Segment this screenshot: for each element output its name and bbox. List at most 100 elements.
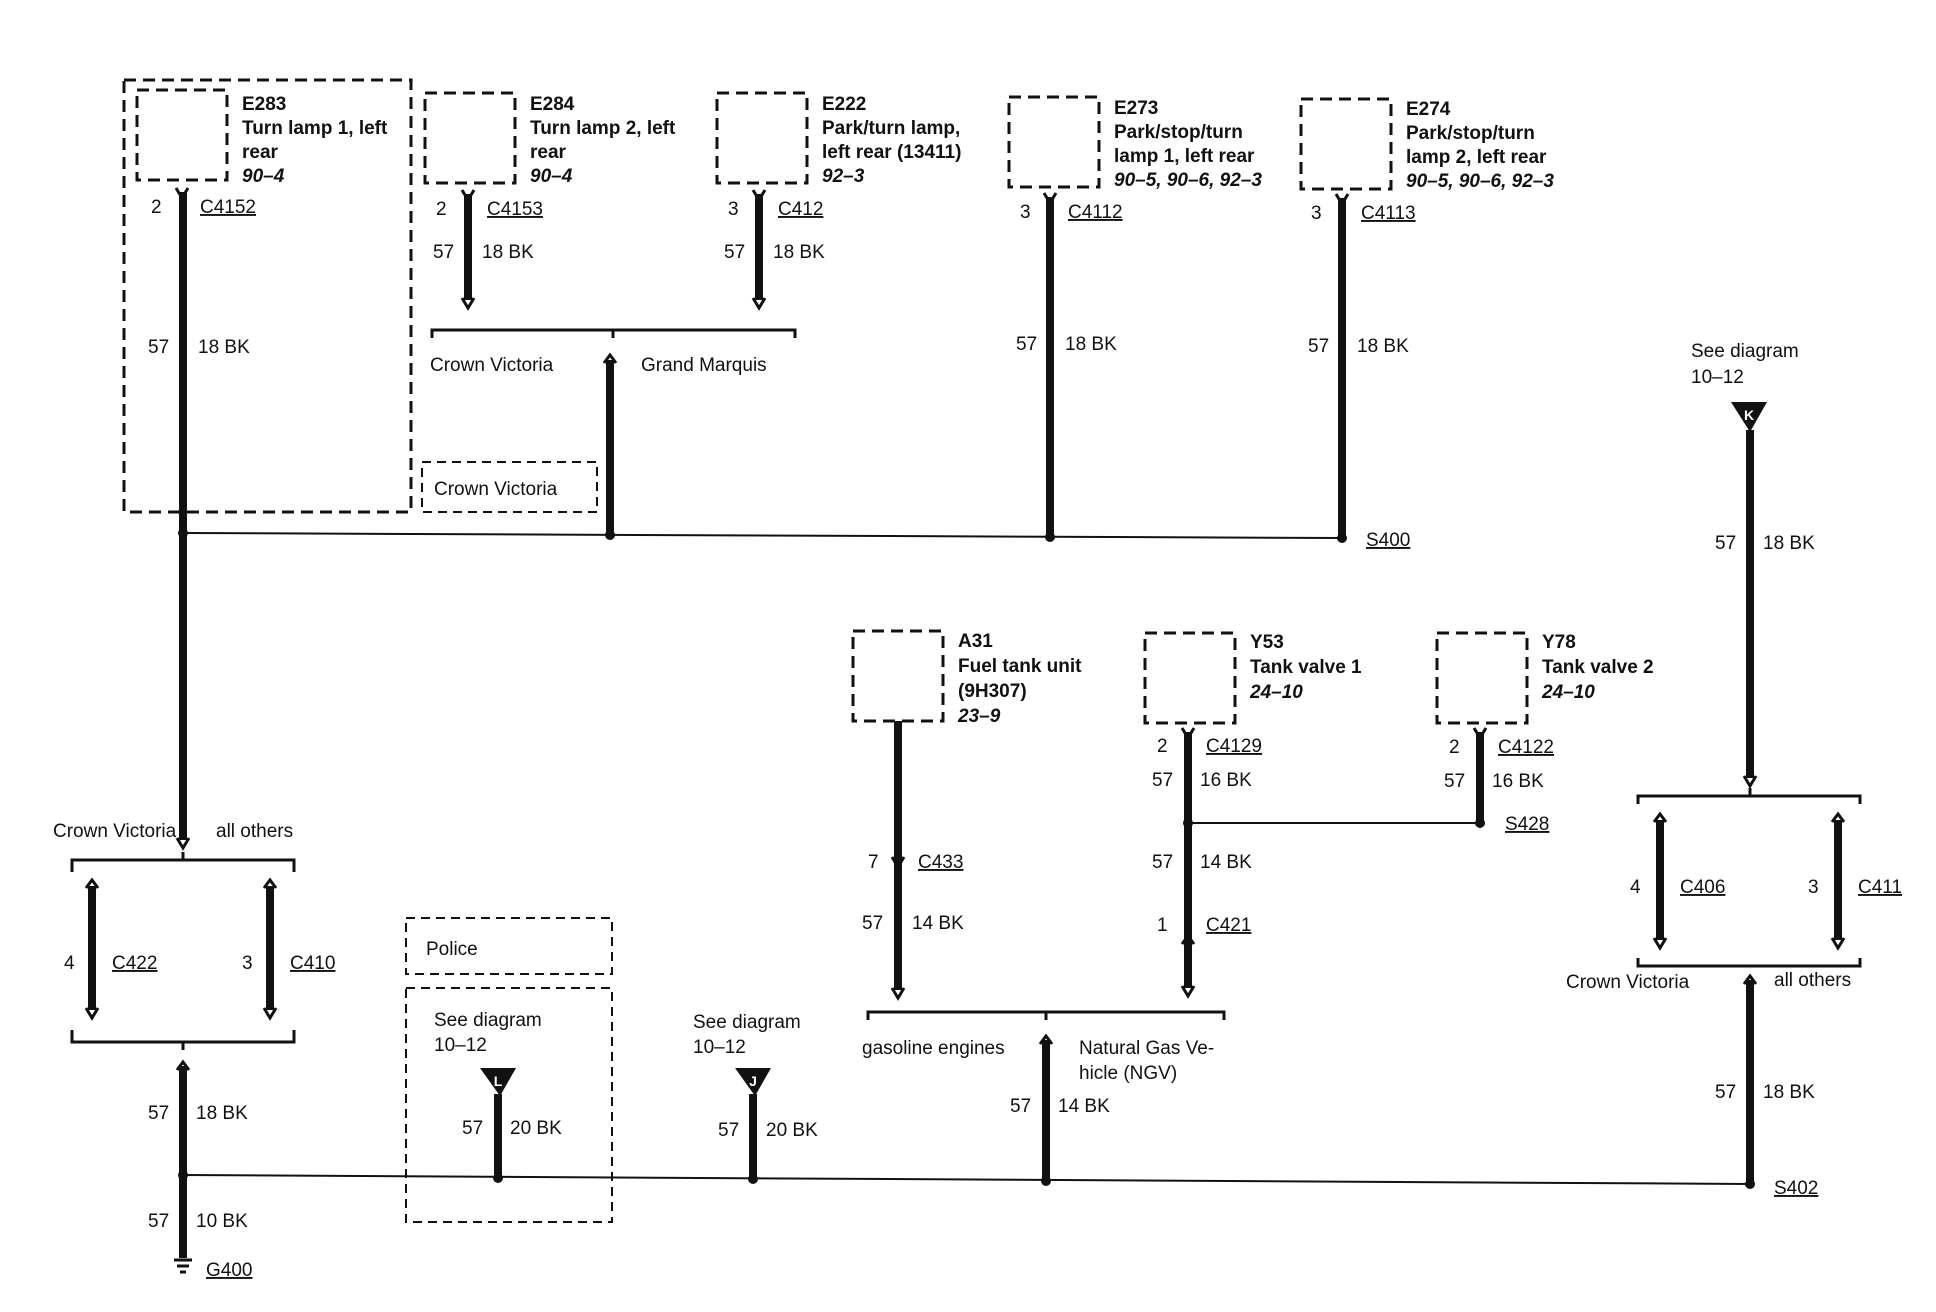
wire-gauge: 18 BK bbox=[482, 242, 534, 263]
connector-c4152: C4152 bbox=[200, 197, 256, 218]
component-e222-box bbox=[715, 91, 809, 185]
wire-circuit: 57 bbox=[148, 1211, 169, 1232]
wire-gauge: 14 BK bbox=[1200, 852, 1252, 873]
ground-g400: G400 bbox=[206, 1260, 252, 1281]
option-label-all-others: all others bbox=[1774, 970, 1851, 991]
component-y53-id: Y53 bbox=[1250, 632, 1284, 653]
wire-gauge: 16 BK bbox=[1492, 771, 1544, 792]
wire-gauge: 18 BK bbox=[196, 1103, 248, 1124]
component-e273-name: Park/stop/turn bbox=[1114, 122, 1243, 143]
wire-circuit: 57 bbox=[1152, 852, 1173, 873]
wire-circuit: 57 bbox=[724, 242, 745, 263]
wire-gauge: 20 BK bbox=[766, 1120, 818, 1141]
option-label-crown-victoria: Crown Victoria bbox=[434, 479, 558, 500]
component-e283-box bbox=[135, 88, 229, 182]
component-e284-box bbox=[423, 91, 517, 185]
connector-terminal bbox=[1652, 811, 1668, 823]
diagram-ref-k-icon: K bbox=[1731, 402, 1767, 432]
wire-circuit: 57 bbox=[1010, 1096, 1031, 1117]
connector-pin: 2 bbox=[436, 199, 447, 220]
component-y53-name: Tank valve 1 bbox=[1250, 657, 1362, 678]
option-bracket bbox=[1636, 794, 1862, 804]
component-a31-ref: 23–9 bbox=[957, 706, 1001, 727]
connector-terminal bbox=[1742, 775, 1758, 789]
see-diagram-label: See diagram bbox=[434, 1010, 542, 1031]
wire-circuit: 57 bbox=[148, 337, 169, 358]
component-e273-name: lamp 1, left rear bbox=[1114, 146, 1255, 167]
connector-pin: 3 bbox=[1311, 203, 1322, 224]
wire-gauge: 20 BK bbox=[510, 1118, 562, 1139]
component-e274-id: E274 bbox=[1406, 99, 1451, 120]
connector-pin: 4 bbox=[1630, 877, 1641, 898]
diagram-ref-letter: L bbox=[494, 1073, 503, 1089]
connector-c422: C422 bbox=[112, 953, 157, 974]
diagram-ref-letter: K bbox=[1744, 407, 1754, 423]
connector-terminal bbox=[262, 877, 278, 889]
option-box-police bbox=[405, 917, 613, 975]
connector-c4153: C4153 bbox=[487, 199, 543, 220]
option-bracket bbox=[1636, 958, 1862, 968]
connector-pin: 1 bbox=[1157, 915, 1168, 936]
component-e283-name: Turn lamp 1, left bbox=[242, 118, 388, 139]
splice-dot bbox=[748, 1174, 758, 1184]
component-y78-ref: 24–10 bbox=[1541, 682, 1595, 703]
connector-terminal bbox=[84, 877, 100, 889]
connector-terminal bbox=[460, 297, 476, 311]
component-e273-id: E273 bbox=[1114, 98, 1158, 119]
wire-gauge: 14 BK bbox=[1058, 1096, 1110, 1117]
connector-c410: C410 bbox=[290, 953, 335, 974]
option-label-all-others: all others bbox=[216, 821, 293, 842]
component-e284-id: E284 bbox=[530, 94, 575, 115]
component-e284-name: Turn lamp 2, left bbox=[530, 118, 676, 139]
component-a31-name: (9H307) bbox=[958, 681, 1027, 702]
component-e222-name: left rear (13411) bbox=[822, 142, 961, 163]
wire-gauge: 16 BK bbox=[1200, 770, 1252, 791]
see-diagram-ref: 10–12 bbox=[693, 1037, 746, 1058]
component-a31-box bbox=[851, 629, 945, 723]
wire-gauge: 18 BK bbox=[1357, 336, 1409, 357]
connector-terminal bbox=[175, 837, 191, 851]
connector-pin: 2 bbox=[1157, 736, 1168, 757]
diagram-ref-letter: J bbox=[749, 1073, 757, 1089]
wire-circuit: 57 bbox=[1715, 533, 1736, 554]
component-e284-name: rear bbox=[530, 142, 567, 163]
wire-gauge: 18 BK bbox=[773, 242, 825, 263]
wire-gauge: 18 BK bbox=[1763, 1082, 1815, 1103]
wire-circuit: 57 bbox=[433, 242, 454, 263]
option-label-ngv: hicle (NGV) bbox=[1079, 1063, 1177, 1084]
diagram-ref-l-icon: L bbox=[480, 1068, 516, 1096]
wire-circuit: 57 bbox=[1715, 1082, 1736, 1103]
connector-terminal bbox=[751, 297, 767, 311]
component-y53-ref: 24–10 bbox=[1249, 682, 1303, 703]
option-label-crown-victoria: Crown Victoria bbox=[53, 821, 177, 842]
connector-pin: 2 bbox=[151, 197, 162, 218]
splice-s402-label: S402 bbox=[1774, 1178, 1818, 1199]
option-bracket bbox=[70, 858, 296, 872]
component-e283-id: E283 bbox=[242, 94, 286, 115]
wire-circuit: 57 bbox=[462, 1118, 483, 1139]
see-diagram-ref: 10–12 bbox=[434, 1035, 487, 1056]
component-a31-id: A31 bbox=[958, 631, 993, 652]
wire-gauge: 18 BK bbox=[1065, 334, 1117, 355]
component-e273-box bbox=[1007, 95, 1101, 189]
component-e283-ref: 90–4 bbox=[242, 166, 285, 187]
option-box-crown-victoria bbox=[421, 461, 598, 513]
connector-terminal bbox=[1830, 937, 1846, 951]
ground-symbol-icon bbox=[174, 1258, 192, 1274]
component-y78-id: Y78 bbox=[1542, 632, 1576, 653]
splice-dot bbox=[493, 1173, 503, 1183]
component-e283-name: rear bbox=[242, 142, 279, 163]
wire-gauge: 18 BK bbox=[1763, 533, 1815, 554]
component-y53-box bbox=[1143, 631, 1237, 725]
connector-pin: 3 bbox=[242, 953, 253, 974]
connector-pin: 2 bbox=[1449, 737, 1460, 758]
option-label-ngv: Natural Gas Ve- bbox=[1079, 1038, 1214, 1059]
component-e274-name: Park/stop/turn bbox=[1406, 123, 1535, 144]
component-e222-id: E222 bbox=[822, 94, 866, 115]
connector-pin: 3 bbox=[1808, 877, 1819, 898]
connector-terminal bbox=[84, 1007, 100, 1021]
ground-bus-s402 bbox=[182, 1174, 1751, 1185]
connector-terminal bbox=[1180, 985, 1196, 999]
component-y78-box bbox=[1435, 631, 1529, 725]
